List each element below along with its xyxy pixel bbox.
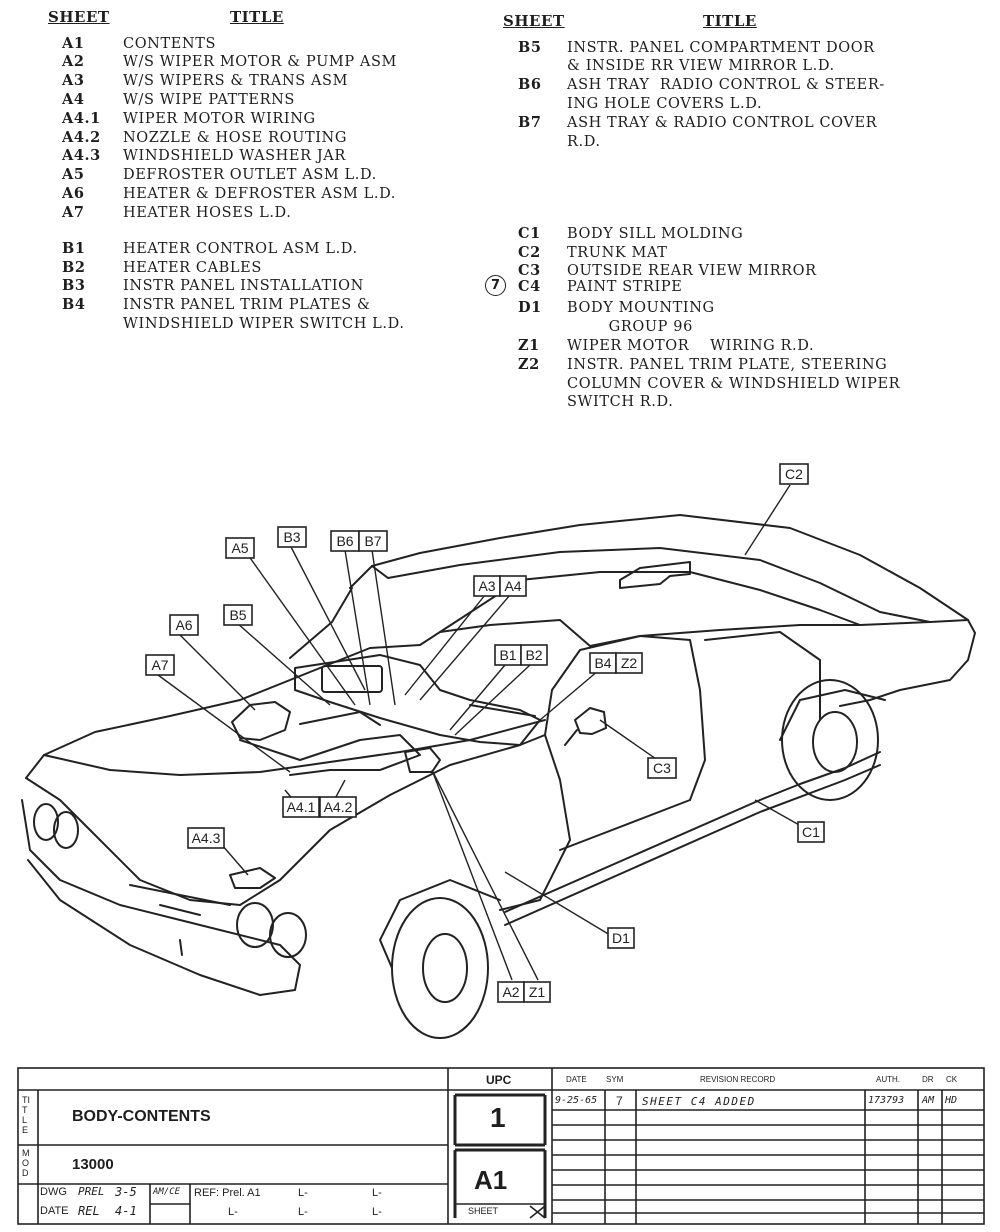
date-rel: REL: [78, 1204, 100, 1218]
callout-z1: Z1: [523, 981, 551, 1003]
sheet-number: A1: [474, 1165, 508, 1195]
callout-a4-2: A4.2: [319, 796, 357, 818]
callout-a4: A4: [499, 575, 527, 597]
callout-a4-3: A4.3: [187, 827, 225, 849]
sheet-label: SHEET: [468, 1206, 499, 1216]
svg-text:A4: A4: [504, 578, 521, 594]
rev-dr-header: DR: [922, 1075, 934, 1084]
callout-c3: C3: [647, 757, 677, 779]
callout-d1: D1: [607, 927, 635, 949]
svg-text:Z1: Z1: [529, 984, 546, 1000]
svg-text:B4: B4: [594, 655, 611, 671]
left-sheet-header: SHEET: [48, 8, 110, 26]
l-mark: L-: [372, 1206, 382, 1218]
date-label: DATE: [40, 1205, 69, 1217]
callout-b3: B3: [277, 526, 307, 548]
callout-b7: B7: [358, 530, 388, 552]
svg-text:A4.2: A4.2: [324, 799, 353, 815]
svg-text:B2: B2: [525, 647, 542, 663]
car-roof: [349, 514, 969, 621]
rear-wheel: [781, 679, 879, 801]
svg-text:A3: A3: [478, 578, 495, 594]
callout-b2: B2: [520, 644, 548, 666]
right-sheet-header: SHEET: [503, 12, 565, 30]
callout-b6: B6: [330, 530, 360, 552]
svg-text:A7: A7: [151, 657, 168, 673]
initials: AM/CE: [153, 1187, 181, 1197]
svg-text:B1: B1: [499, 647, 516, 663]
dwg-label: DWG: [40, 1186, 67, 1198]
svg-text:Z2: Z2: [621, 655, 638, 671]
callout-b1: B1: [494, 644, 522, 666]
dash-panel: [294, 654, 541, 746]
mod-number: 13000: [72, 1156, 114, 1173]
l-mark: L-: [228, 1206, 238, 1218]
heater-hoses: [239, 734, 421, 776]
washer-jar: [229, 867, 276, 889]
callout-a5: A5: [225, 537, 255, 559]
rev-ck: HD: [945, 1095, 958, 1106]
l-mark: L-: [298, 1206, 308, 1218]
reference: REF: Prel. A1: [194, 1187, 261, 1199]
rev-auth: 173793: [868, 1095, 905, 1106]
rev-sym-header: SYM: [606, 1075, 624, 1084]
svg-text:B7: B7: [364, 533, 381, 549]
drawing-title: BODY-CONTENTS: [72, 1108, 211, 1125]
rev-record: SHEET C4 ADDED: [642, 1095, 756, 1108]
l-mark: L-: [372, 1187, 382, 1199]
callout-c2: C2: [779, 463, 809, 485]
l-mark: L-: [298, 1187, 308, 1199]
dwg-prel-date: 3-5: [115, 1185, 137, 1199]
svg-text:A4.1: A4.1: [287, 799, 316, 815]
svg-text:A6: A6: [175, 617, 192, 633]
callout-a6: A6: [169, 614, 199, 636]
left-title-header: TITLE: [230, 8, 284, 26]
callout-a3: A3: [473, 575, 501, 597]
svg-text:A4.3: A4.3: [192, 830, 221, 846]
rev-ck-header: CK: [946, 1075, 958, 1084]
upc-number: 1: [490, 1102, 506, 1133]
rev-sym: 7: [616, 1094, 623, 1108]
callout-b5: B5: [223, 604, 253, 626]
callout-a4-1: A4.1: [282, 796, 320, 818]
svg-text:B5: B5: [229, 607, 246, 623]
right-title-header: TITLE: [703, 12, 757, 30]
svg-text:C1: C1: [802, 824, 820, 840]
mod-letter: MOD: [22, 1148, 30, 1178]
wiper-motor: [404, 747, 441, 773]
rev-auth-header: AUTH.: [876, 1075, 900, 1084]
rocker-sill: [504, 751, 881, 913]
dwg-prel: PREL: [78, 1185, 105, 1198]
callout-b4: B4: [589, 652, 617, 674]
svg-text:D1: D1: [612, 930, 630, 946]
rev-date: 9-25-65: [555, 1095, 598, 1106]
svg-text:B3: B3: [283, 529, 300, 545]
title-letter: TITLE: [22, 1095, 30, 1135]
callout-z2: Z2: [615, 652, 643, 674]
svg-text:A2: A2: [502, 984, 519, 1000]
outside-mirror: [574, 707, 607, 735]
upc-label: UPC: [486, 1073, 512, 1087]
trunk-mat: [619, 561, 691, 589]
svg-text:A5: A5: [231, 540, 248, 556]
callout-a7: A7: [145, 654, 175, 676]
car-door-rear: [704, 631, 821, 721]
front-grille: [21, 799, 301, 996]
svg-text:C2: C2: [785, 466, 803, 482]
rev-dr: AM: [922, 1095, 935, 1106]
revision-circle-mark: 7: [485, 275, 506, 296]
svg-text:C3: C3: [653, 760, 671, 776]
rev-record-header: REVISION RECORD: [700, 1075, 776, 1084]
svg-text:B6: B6: [336, 533, 353, 549]
rev-date-header: DATE: [566, 1075, 587, 1084]
date-rel-date: 4-1: [115, 1204, 137, 1218]
callout-c1: C1: [797, 821, 825, 843]
car-hood: [25, 734, 546, 906]
